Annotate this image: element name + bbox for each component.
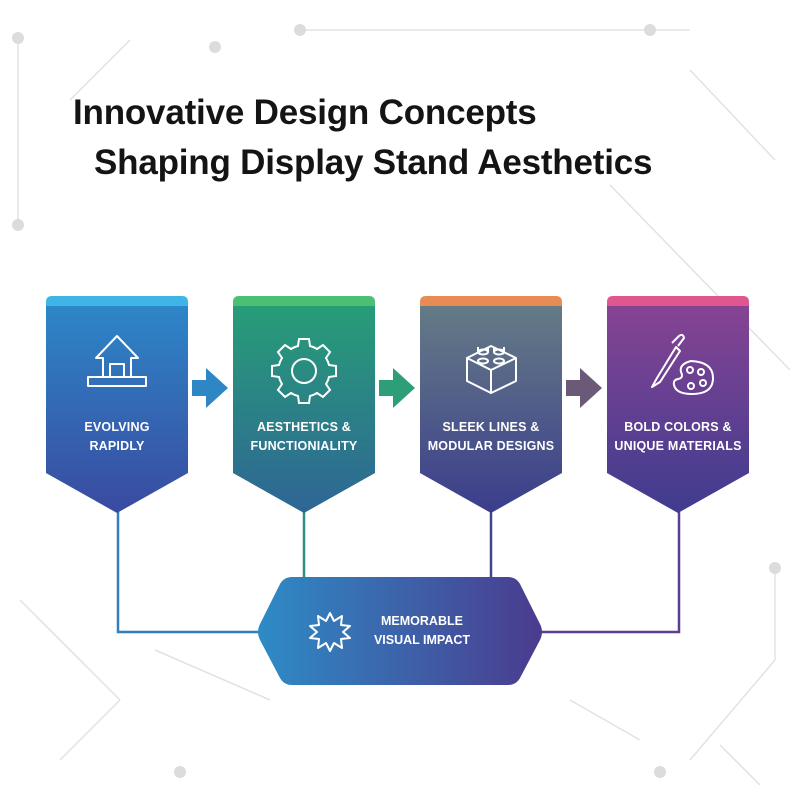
connector-line-4 <box>538 505 681 634</box>
gear-icon <box>271 338 337 404</box>
arrow-1-icon <box>192 368 228 408</box>
stage-card-4 <box>607 296 749 513</box>
title-line-2: Shaping Display Stand Aesthetics <box>94 143 653 182</box>
title-line-1: Innovative Design Concepts <box>73 93 537 132</box>
stage-2-line-2: FUNCTIONIALITY <box>250 439 358 453</box>
stage-label-1: EVOLVING RAPIDLY <box>42 418 192 456</box>
starburst-icon <box>309 612 351 652</box>
stage-card-2 <box>233 296 375 513</box>
stage-1-line-1: EVOLVING <box>84 420 150 434</box>
upload-arrow-icon <box>87 335 147 387</box>
arrow-2-icon <box>379 368 415 408</box>
stage-label-2: AESTHETICS & FUNCTIONIALITY <box>229 418 379 456</box>
arrow-3-icon <box>566 368 602 408</box>
result-line-2: VISUAL IMPACT <box>373 633 471 647</box>
stage-label-4: BOLD COLORS & UNIQUE MATERIALS <box>603 418 753 456</box>
stage-3-line-2: MODULAR DESIGNS <box>427 439 555 453</box>
stage-1-line-2: RAPIDLY <box>89 439 145 453</box>
stage-3-line-1: SLEEK LINES & <box>442 420 540 434</box>
stage-4-line-1: BOLD COLORS & <box>624 420 732 434</box>
connector-line-1 <box>116 505 262 634</box>
result-box <box>258 577 542 685</box>
result-line-1: MEMORABLE <box>381 614 463 628</box>
stage-4-line-2: UNIQUE MATERIALS <box>614 439 742 453</box>
block-icon <box>466 345 517 394</box>
stage-2-line-1: AESTHETICS & <box>256 420 352 434</box>
stage-card-1 <box>46 296 188 513</box>
palette-icon <box>651 333 714 395</box>
stage-card-3 <box>420 296 562 513</box>
stage-label-3: SLEEK LINES & MODULAR DESIGNS <box>416 418 566 456</box>
result-label: MEMORABLE VISUAL IMPACT <box>358 612 486 650</box>
